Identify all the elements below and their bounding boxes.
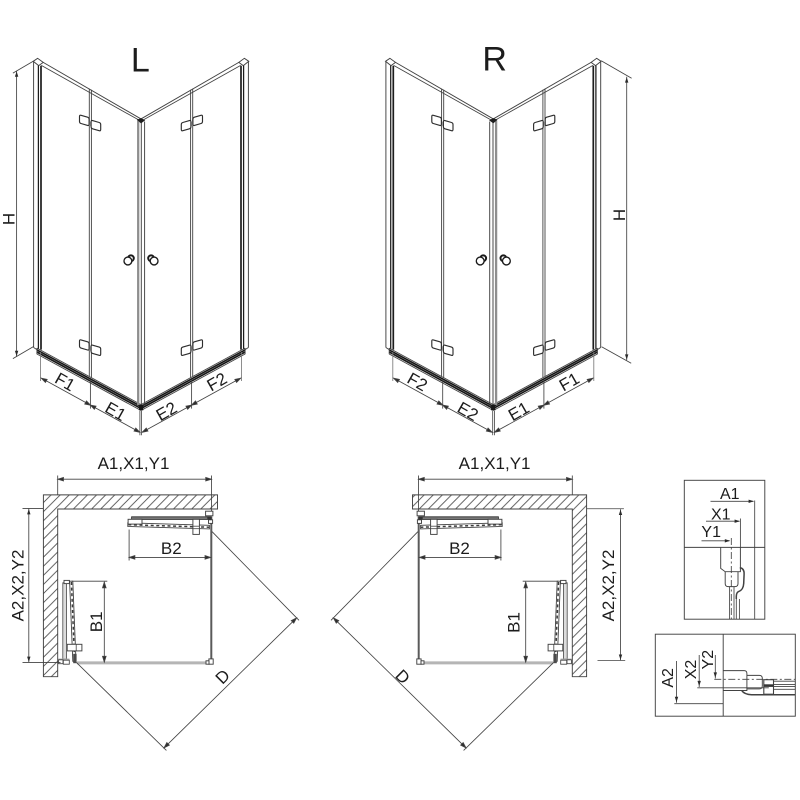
svg-text:A1,X1,Y1: A1,X1,Y1: [98, 454, 170, 473]
svg-text:A1,X1,Y1: A1,X1,Y1: [459, 454, 531, 473]
svg-text:Y1: Y1: [701, 524, 721, 541]
svg-text:Y2: Y2: [700, 650, 717, 670]
svg-text:H: H: [610, 209, 629, 221]
svg-text:L: L: [131, 42, 150, 80]
svg-text:R: R: [482, 41, 507, 79]
svg-text:B2: B2: [161, 539, 182, 558]
svg-text:A2: A2: [660, 668, 677, 688]
svg-text:B1: B1: [87, 611, 106, 632]
svg-text:B1: B1: [505, 612, 524, 633]
svg-text:B2: B2: [449, 539, 470, 558]
svg-text:H: H: [0, 213, 19, 225]
svg-text:A1: A1: [720, 486, 740, 503]
svg-text:X1: X1: [711, 507, 731, 524]
svg-text:A2,X2,Y2: A2,X2,Y2: [8, 550, 27, 622]
svg-text:A2,X2,Y2: A2,X2,Y2: [599, 550, 618, 622]
svg-text:X2: X2: [683, 660, 700, 680]
